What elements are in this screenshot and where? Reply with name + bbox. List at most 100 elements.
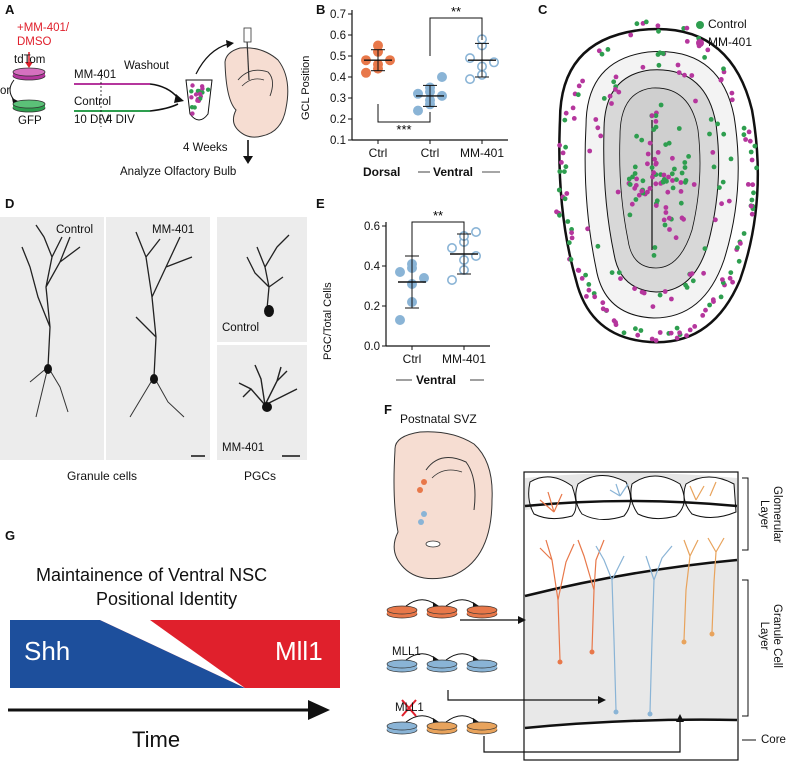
cell-dot [566, 240, 572, 246]
cell-dot [702, 246, 708, 252]
cell-dot [611, 79, 617, 85]
cell-dot [557, 169, 563, 174]
panel-c-legend-mm401: MM-401 [708, 35, 753, 49]
cell-dot [596, 48, 602, 54]
cell-dot [640, 178, 646, 184]
cell-dot [628, 32, 634, 38]
cell-dot [670, 178, 675, 183]
cell-dot [576, 83, 582, 89]
cell-dot [682, 179, 688, 185]
y-tick-label: 0.4 [330, 72, 347, 84]
cell-dot [660, 51, 666, 56]
cell-dot [691, 182, 697, 187]
cell-dot [557, 142, 562, 148]
panel-letter-f: F [384, 402, 392, 417]
cell-dot [613, 87, 618, 92]
cell-dot [670, 155, 675, 161]
cell-dot [686, 154, 691, 159]
panel-f-core-label: Core [761, 734, 786, 746]
cell-dot [652, 245, 658, 250]
cell-dot [595, 125, 601, 131]
cell-dot [701, 270, 706, 276]
cell-dot [557, 212, 562, 218]
y-tick-label: 0.6 [330, 30, 346, 42]
cell-dot [190, 111, 195, 116]
sig-marker: ** [433, 208, 443, 223]
cell-dot [587, 148, 593, 154]
y-tick-label: 0.4 [364, 261, 381, 273]
cell-dot [615, 189, 621, 195]
cell-dot [560, 150, 566, 156]
cell-dot [749, 211, 755, 217]
cell-dot [651, 253, 657, 258]
cell-dot [735, 245, 740, 251]
panel-a-treatment: +MM-401/ DMSO [17, 22, 70, 48]
cell-dot [683, 282, 688, 288]
panel-f-svz-label: Postnatal SVZ [400, 412, 477, 426]
panel-a-mm401: MM-401 [74, 69, 117, 81]
cell-dot [613, 322, 619, 328]
cell-dot [568, 257, 574, 262]
cell-dot [639, 188, 645, 194]
cell-dot [650, 304, 656, 309]
panel-a-washout: Washout [124, 60, 169, 72]
panel-b-group-dorsal: Dorsal [363, 165, 401, 179]
panel-g-title-line2: Positional Identity [96, 589, 238, 609]
cell-dot [675, 62, 681, 68]
panel-d-pgc-caption: PGCs [244, 469, 277, 483]
cell-dot [641, 290, 647, 296]
cell-dot [702, 55, 707, 60]
cell-dot [692, 324, 698, 329]
cell-dot [593, 117, 599, 122]
panel-a-control: Control [74, 96, 112, 108]
cell-dot [661, 172, 667, 178]
cell-dot [649, 165, 655, 171]
cell-dot [668, 330, 674, 336]
cell-dot [678, 180, 684, 185]
cell-dot [197, 91, 203, 97]
cell-dot [669, 171, 675, 177]
cell-dot [655, 52, 661, 57]
cell-dot [629, 201, 635, 207]
cell-dot [660, 179, 666, 185]
cell-dot [632, 286, 637, 291]
cell-dot [621, 330, 627, 336]
panel-a-tdtom: tdTom [14, 54, 46, 66]
panel-e-group-ventral: Ventral [416, 373, 457, 387]
cell-dot [751, 190, 756, 196]
cell-dot [189, 89, 194, 94]
cell-dot [676, 70, 682, 75]
panel-letter-d: D [5, 196, 15, 211]
panel-a-weeks: 4 Weeks [183, 142, 228, 154]
panel-d-mm401-label: MM-401 [152, 224, 195, 236]
cell-dot [653, 203, 659, 209]
panel-b-group-ventral: Ventral [433, 165, 474, 179]
cell-dot [607, 93, 613, 99]
cell-dot [729, 90, 735, 96]
cell-dot [649, 336, 655, 342]
sig-bracket [377, 104, 431, 123]
culture-dish-top [466, 659, 498, 669]
panel-f-mll1-label: MLL1 [392, 646, 421, 658]
cell-dot [583, 272, 588, 278]
panel-d-pgc-control-label: Control [222, 322, 260, 334]
cell-dot [711, 164, 717, 170]
data-point [436, 72, 447, 83]
cell-dot [707, 302, 712, 308]
cell-dot [563, 144, 568, 150]
cell-dot [661, 217, 667, 223]
cell-dot [645, 189, 650, 195]
y-tick-label: 0.2 [364, 301, 380, 313]
panel-letter-e: E [316, 196, 325, 211]
cell-dot [576, 268, 582, 273]
cell-dot [748, 149, 754, 155]
sig-bracket [411, 221, 465, 262]
cell-dot [640, 64, 646, 70]
cell-dot [599, 51, 605, 57]
cell-dot [634, 133, 639, 139]
cell-dot [745, 182, 751, 187]
cell-dot [653, 119, 659, 124]
cell-dot [682, 72, 687, 78]
cell-dot [718, 294, 724, 300]
